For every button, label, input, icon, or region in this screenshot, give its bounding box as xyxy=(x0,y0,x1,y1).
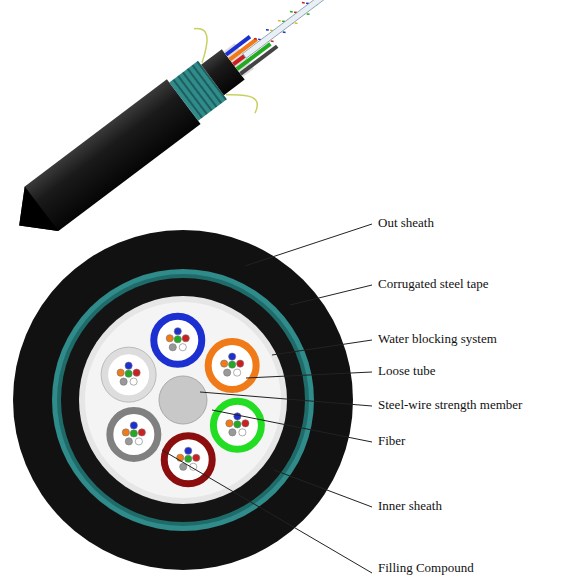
fiber-dot xyxy=(242,420,249,427)
part-label: Fiber xyxy=(378,433,405,449)
loose-tube xyxy=(164,436,212,484)
fiber-dot xyxy=(179,344,186,351)
fiber-dot xyxy=(130,430,137,437)
fiber-dot xyxy=(120,378,127,385)
loose-tube-edge xyxy=(101,347,156,402)
fiber-dot xyxy=(234,413,241,420)
fiber-dot xyxy=(169,344,176,351)
fiber-dot xyxy=(229,361,236,368)
fiber-strand xyxy=(254,37,257,40)
fiber-strand xyxy=(290,10,293,13)
loose-tube xyxy=(105,351,153,399)
part-label: Corrugated steel tape xyxy=(378,276,488,292)
fiber-dot xyxy=(166,335,173,342)
fiber-dot xyxy=(224,369,231,376)
fiber-strand xyxy=(271,40,274,43)
part-label: Loose tube xyxy=(378,363,435,379)
fiber-strand xyxy=(266,28,269,31)
fiber-dot xyxy=(133,369,140,376)
part-label: Out sheath xyxy=(378,215,434,231)
fiber-dot xyxy=(125,438,132,445)
fiber-strand xyxy=(278,19,281,22)
fiber-dot xyxy=(174,328,181,335)
fiber-dot xyxy=(117,369,124,376)
fiber-dot xyxy=(135,438,142,445)
loose-tube xyxy=(208,342,256,390)
fiber-dot xyxy=(182,335,189,342)
fiber-dot xyxy=(138,429,145,436)
fiber-dot xyxy=(185,447,192,454)
fiber-dot xyxy=(229,353,236,360)
part-label: Filling Compound xyxy=(378,560,474,576)
fiber-dot xyxy=(237,360,244,367)
fiber-dot xyxy=(122,429,129,436)
fiber-dot xyxy=(226,420,233,427)
fiber-dot xyxy=(221,360,228,367)
fiber-dot xyxy=(234,369,241,376)
fiber-dot xyxy=(130,378,137,385)
fiber-dot xyxy=(229,429,236,436)
fiber-dot xyxy=(125,362,132,369)
part-label: Water blocking system xyxy=(378,331,497,347)
fiber-strand xyxy=(295,22,298,25)
fiber-strand xyxy=(307,13,310,16)
fiber-dot xyxy=(130,422,137,429)
fiber-strand xyxy=(302,1,305,4)
fiber-dot xyxy=(193,454,200,461)
fiber-dot xyxy=(125,370,132,377)
fiber-dot xyxy=(234,421,241,428)
part-label: Steel-wire strength member xyxy=(378,397,522,413)
fiber-dot xyxy=(239,429,246,436)
loose-tube xyxy=(213,401,261,449)
fiber-dot xyxy=(174,336,181,343)
leader-lines xyxy=(162,224,372,573)
part-label: Inner sheath xyxy=(378,498,442,514)
cable-side-view xyxy=(0,0,370,267)
loose-tube xyxy=(110,410,158,458)
fiber-strand xyxy=(283,31,286,34)
loose-tube xyxy=(154,316,202,364)
fiber-dot xyxy=(185,455,192,462)
